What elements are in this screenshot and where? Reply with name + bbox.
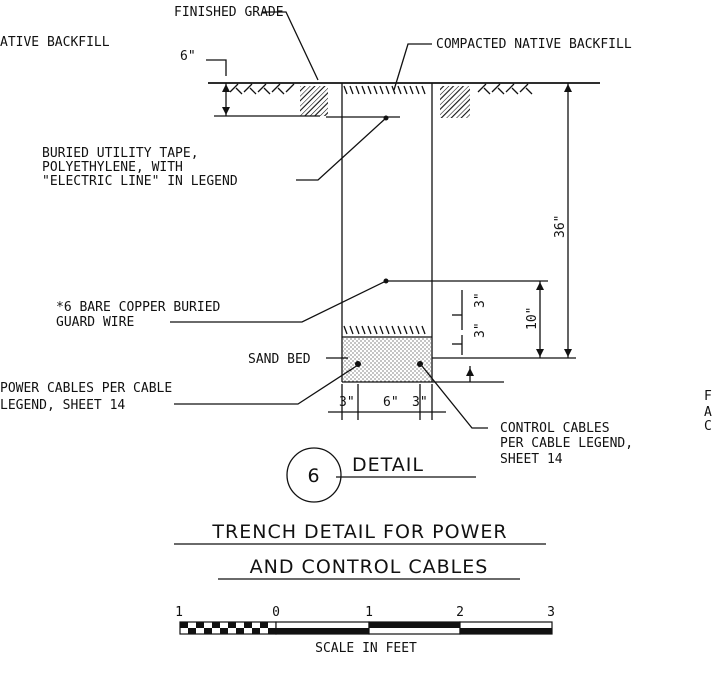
trench bbox=[326, 83, 433, 383]
guard-wire-leader bbox=[170, 280, 387, 323]
scale-seg-3-fill bbox=[460, 628, 552, 634]
width-right-text: 3" bbox=[412, 395, 428, 410]
title-line-2: AND CONTROL CABLES bbox=[250, 556, 489, 578]
dimension-labels: 6" 36" 3" 3" 10" 3" 6" 3" bbox=[180, 49, 568, 410]
compacted-backfill-leader bbox=[393, 43, 432, 91]
control-cables-label-2: PER CABLE LEGEND, bbox=[500, 436, 633, 451]
dimension-lines bbox=[206, 59, 576, 420]
sand-bed-label: SAND BED bbox=[248, 352, 311, 367]
bed-dim-arrows bbox=[536, 282, 544, 357]
power-cable-leader bbox=[174, 364, 359, 405]
soil-hatch-left-2 bbox=[235, 87, 285, 95]
scale-tick-0: 0 bbox=[272, 605, 280, 620]
control-cables-label-3: SHEET 14 bbox=[500, 452, 563, 467]
ground-surface bbox=[208, 82, 600, 118]
guard-spacing-text: 3" bbox=[473, 292, 488, 308]
bottom-dim-arrow bbox=[466, 368, 474, 376]
compacted-backfill-ticks bbox=[343, 85, 426, 95]
width-left-text: 3" bbox=[339, 395, 355, 410]
drawing-title: TRENCH DETAIL FOR POWER AND CONTROL CABL… bbox=[174, 521, 546, 580]
tape-leader-dot bbox=[383, 115, 389, 121]
scale-checker bbox=[179, 621, 277, 635]
leader-lines bbox=[170, 11, 488, 429]
width-mid-text: 6" bbox=[383, 395, 399, 410]
power-cables-label-1: POWER CABLES PER CABLE bbox=[0, 381, 172, 396]
bed-depth-text: 10" bbox=[525, 307, 540, 330]
scale-seg-2-fill bbox=[369, 622, 460, 628]
detail-label: DETAIL bbox=[352, 454, 424, 476]
right-edge-text-1: F bbox=[704, 389, 712, 404]
control-cable-dot bbox=[417, 361, 423, 367]
soil-hatch-right bbox=[477, 83, 529, 93]
sand-bed-fill bbox=[343, 337, 431, 382]
scale-tick-1b: 1 bbox=[365, 605, 373, 620]
native-backfill-left-hatch bbox=[300, 86, 328, 116]
power-cables-label-2: LEGEND, SHEET 14 bbox=[0, 398, 125, 413]
callout-labels: FINISHED GRADE ATIVE BACKFILL COMPACTED … bbox=[0, 5, 712, 467]
right-edge-text-2: A bbox=[704, 405, 712, 420]
title-line-1: TRENCH DETAIL FOR POWER bbox=[211, 521, 507, 543]
guard-wire-label-1: *6 BARE COPPER BURIED bbox=[56, 300, 221, 315]
cover-dim-leader bbox=[206, 59, 227, 76]
native-backfill-label: ATIVE BACKFILL bbox=[0, 35, 110, 50]
guard-wire-label-2: GUARD WIRE bbox=[56, 315, 134, 330]
compacted-backfill-label: COMPACTED NATIVE BACKFILL bbox=[436, 37, 632, 52]
soil-hatch-right-2 bbox=[483, 87, 533, 95]
scale-tick-1: 1 bbox=[175, 605, 183, 620]
control-cable-leader bbox=[421, 365, 488, 429]
detail-bubble bbox=[286, 447, 342, 503]
cover-dim-arrows bbox=[222, 84, 230, 115]
soil-hatch-left bbox=[229, 83, 295, 93]
tape-label-1: BURIED UTILITY TAPE, bbox=[42, 146, 199, 161]
tape-label-2: POLYETHYLENE, WITH bbox=[42, 160, 183, 175]
native-backfill-right-hatch bbox=[440, 86, 470, 118]
control-cables-label-1: CONTROL CABLES bbox=[500, 421, 610, 436]
scale-caption: SCALE IN FEET bbox=[315, 641, 417, 656]
cover-dim-text: 6" bbox=[180, 49, 196, 64]
detail-number: 6 bbox=[307, 465, 320, 487]
right-edge-text-3: C bbox=[704, 419, 712, 434]
detail-callout: 6 DETAIL bbox=[286, 447, 476, 503]
scale-bar: 1 0 1 2 3 SCALE IN FEET bbox=[175, 605, 555, 656]
scale-tick-2: 2 bbox=[456, 605, 464, 620]
finished-grade-leader bbox=[262, 11, 319, 81]
finished-grade-label: FINISHED GRADE bbox=[174, 5, 284, 20]
scale-seg-1-fill bbox=[276, 628, 369, 634]
tape-leader bbox=[296, 117, 387, 181]
tape-label-3: "ELECTRIC LINE" IN LEGEND bbox=[42, 174, 238, 189]
cable-spacing-text: 3" bbox=[473, 322, 488, 338]
sand-top-ticks bbox=[343, 325, 426, 335]
scale-tick-3: 3 bbox=[547, 605, 555, 620]
depth-dim-text: 36" bbox=[553, 215, 568, 238]
